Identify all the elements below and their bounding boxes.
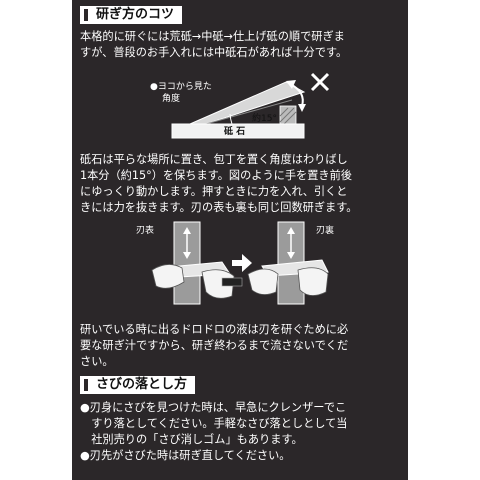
intro-line-2: すが、普段のお手入れには中砥石があれば十分です。 (80, 46, 348, 59)
rust-line-2: すり落としてください。手軽なさび落としとして当 (80, 417, 348, 430)
knife-handle (221, 277, 243, 287)
sharpening-heading-text: 研ぎ方のコツ (96, 7, 175, 22)
rust-line-4: ●刃先がさびた時は研ぎ直してください。 (80, 449, 291, 462)
left-hand (151, 264, 185, 289)
whetstone (171, 123, 305, 139)
angle-caption-2: 角度 (162, 94, 181, 104)
right-hand-back (297, 267, 329, 296)
body-line-2: 1本分（約15°）を保ちます。図のように手を置き前後 (80, 169, 352, 182)
hands-illustration (151, 221, 329, 305)
angle-value: 約15° (252, 114, 277, 124)
angle-caption-1: ●ヨコから見た (150, 82, 212, 92)
next-arrow-icon (232, 254, 252, 272)
note-line-3: さい。 (80, 355, 114, 368)
angle-diagram (171, 72, 330, 139)
note-line-1: 研いでいる時に出るドロドロの液は刃を研ぐために必 (80, 323, 349, 336)
body-line-1: 砥石は平らな場所に置き、包丁を置く角度はわりばし (80, 153, 348, 166)
rust-heading: さびの落とし方 (80, 376, 196, 394)
sharpening-heading: 研ぎ方のコツ (80, 6, 183, 24)
care-instructions-panel: 研ぎ方のコツ 本格的に研ぐには荒砥→中砥→仕上げ砥の順で研ぎま すが、普段のお手… (72, 0, 408, 480)
face-label: 刃表 (136, 226, 155, 236)
rust-line-1: ●刃身にさびを見つけた時は、早急にクレンザーでこ (80, 401, 347, 414)
intro-line-1: 本格的に研ぐには荒砥→中砥→仕上げ砥の順で研ぎま (80, 30, 345, 43)
back-label: 刃裏 (316, 226, 335, 236)
body-line-3: にゆっくり動かします。押すときに力を入れ、引くと (80, 185, 348, 198)
body-line-4: きには力を抜きます。刃の表も裏も同じ回数研ぎます。 (80, 201, 358, 214)
note-line-2: 要な研ぎ汁ですから、研ぎ終わるまで流さないでくだ (80, 339, 349, 352)
rust-heading-text: さびの落とし方 (96, 377, 188, 392)
right-hand (201, 269, 235, 299)
left-hand-back (247, 268, 279, 295)
stone-label: 砥 石 (224, 127, 246, 137)
rust-line-3: 社別売りの「さび消しゴム」もあります。 (80, 433, 303, 446)
